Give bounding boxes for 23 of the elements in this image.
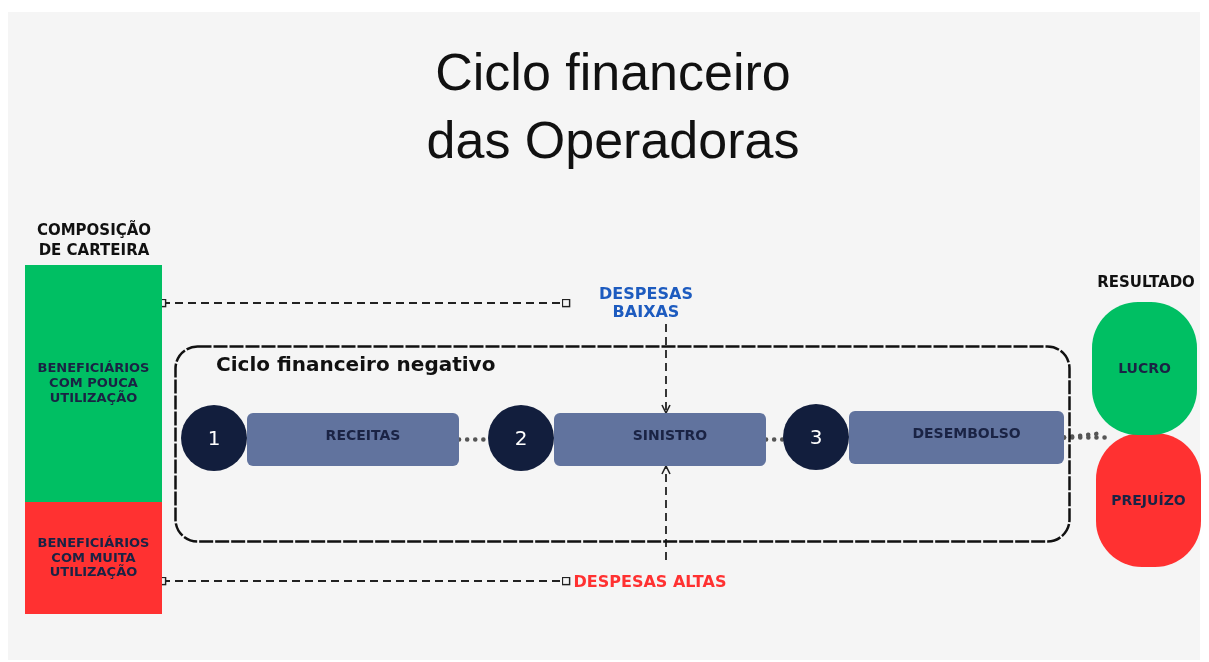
result-label: LUCRO (1118, 360, 1171, 377)
expense-label: DESPESAS BAIXAS (598, 284, 694, 322)
segment-label: BENEFICIÁRIOS COM MUITA UTILIZAÇÃO (36, 535, 151, 581)
arrow (661, 323, 671, 414)
segment-bar (25, 265, 162, 502)
step-bar (554, 413, 766, 466)
arrow (661, 465, 671, 561)
step-number: 2 (514, 426, 528, 450)
segment-label: BENEFICIÁRIOS COM POUCA UTILIZAÇÃO (36, 361, 151, 406)
step-number: 1 (207, 426, 221, 450)
title: Ciclo financeiro das Operadoras (425, 42, 801, 171)
column-heading: RESULTADO (1096, 272, 1196, 292)
column-heading: COMPOSIÇÃO DE CARTEIRA (35, 220, 153, 260)
step-bar (849, 411, 1064, 464)
step-label: SINISTRO (631, 427, 708, 444)
step-label: DESEMBOLSO (911, 425, 1021, 442)
result-label: PREJUÍZO (1111, 491, 1186, 509)
step-number: 3 (809, 425, 823, 449)
expense-label: DESPESAS ALTAS (573, 572, 727, 592)
segment-bar (25, 502, 162, 614)
step-bar (247, 413, 459, 466)
step-label: RECEITAS (324, 427, 401, 444)
frame-heading: Ciclo financeiro negativo (216, 353, 496, 376)
